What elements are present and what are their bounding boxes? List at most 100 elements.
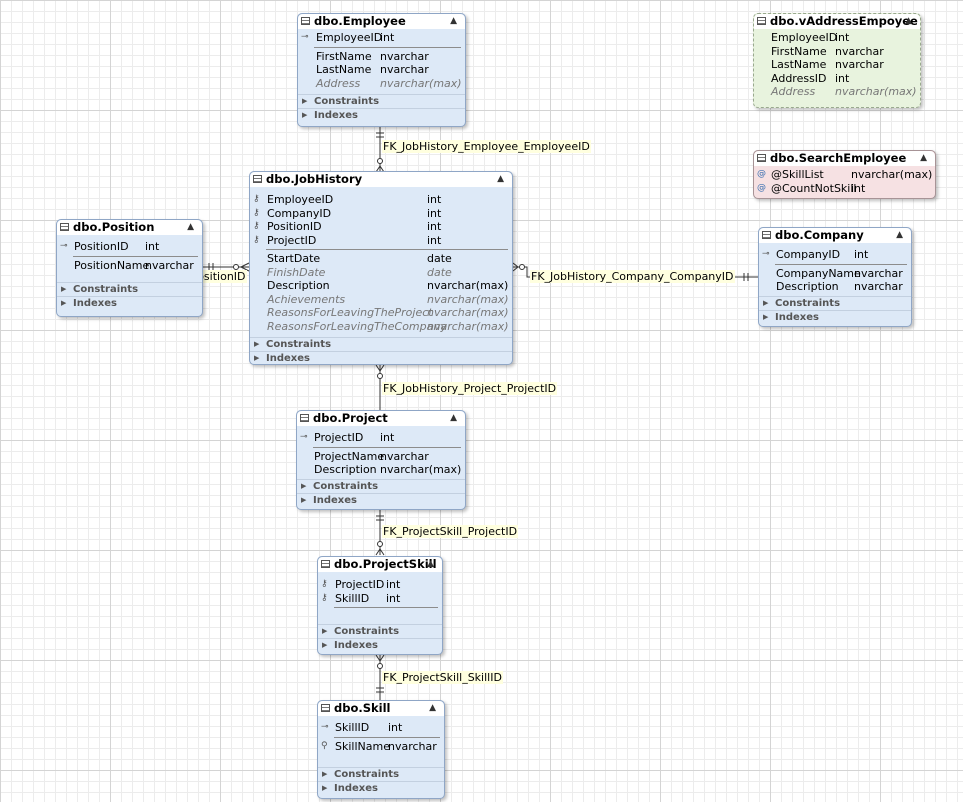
constraints-section[interactable]: ▶Constraints <box>759 295 911 310</box>
column-row[interactable]: PositionName nvarchar <box>57 259 202 273</box>
column-row[interactable]: LastName nvarchar <box>298 63 465 77</box>
column-row[interactable]: CompanyName nvarchar <box>759 267 911 281</box>
entity-header[interactable]: dbo.Employee ▲ <box>298 14 465 29</box>
collapse-caret-icon[interactable]: ▲ <box>450 413 457 423</box>
parameter-row[interactable]: @ @CountNotSkill int <box>754 182 935 196</box>
section-label: Constraints <box>313 480 379 492</box>
expand-arrow-icon: ▶ <box>322 784 328 792</box>
column-row[interactable]: ⚷ PositionID int <box>250 220 512 234</box>
column-row[interactable]: ⊸ CompanyID int <box>759 248 911 262</box>
column-row[interactable]: EmployeeID int <box>754 31 920 45</box>
fk-employee-label[interactable]: FK_JobHistory_Employee_EmployeeID <box>382 140 591 153</box>
indexes-section[interactable]: ▶Indexes <box>318 781 444 795</box>
fk-project-label[interactable]: FK_JobHistory_Project_ProjectID <box>382 382 558 395</box>
column-row[interactable]: ⊸ EmployeeID int <box>298 31 465 45</box>
fk-company-label[interactable]: FK_JobHistory_Company_CompanyID <box>530 270 735 283</box>
column-row[interactable]: ⚷ EmployeeID int <box>250 193 512 207</box>
expand-arrow-icon: ▶ <box>763 312 769 321</box>
entity-jobhistory[interactable]: dbo.JobHistory ▲ ⚷ EmployeeID int ⚷ Comp… <box>249 171 513 365</box>
column-row[interactable]: Achievements nvarchar(max) <box>250 293 512 307</box>
collapse-caret-icon[interactable]: ▲ <box>896 230 903 240</box>
indexes-section[interactable]: ▶Indexes <box>57 296 202 310</box>
entity-projectskill[interactable]: dbo.ProjectSkill ▲ ⚷ ProjectID int ⚷ Ski… <box>317 556 443 655</box>
entity-header[interactable]: dbo.Project ▲ <box>297 411 465 426</box>
entity-project[interactable]: dbo.Project ▲ ⊸ ProjectID int ProjectNam… <box>296 410 466 510</box>
entity-header[interactable]: dbo.vAddressEmpoyee ▲ <box>754 14 920 29</box>
column-row[interactable]: Address nvarchar(max) <box>754 85 920 99</box>
indexes-section[interactable]: ▶Indexes <box>250 351 512 365</box>
constraints-section[interactable]: ▶Constraints <box>318 767 444 781</box>
collapse-caret-icon[interactable]: ▲ <box>450 16 457 26</box>
column-row[interactable]: ⊸ PositionID int <box>57 240 202 254</box>
column-row[interactable]: Address nvarchar(max) <box>298 77 465 91</box>
collapse-caret-icon[interactable]: ▲ <box>429 703 436 713</box>
column-row[interactable]: ⊸ ProjectID int <box>297 431 465 445</box>
key-separator <box>314 46 461 48</box>
column-row[interactable]: FinishDate date <box>250 266 512 280</box>
column-row[interactable]: ReasonsForLeavingTheProject nvarchar(max… <box>250 306 512 320</box>
column-row[interactable]: ProjectName nvarchar <box>297 450 465 464</box>
column-row[interactable]: StartDate date <box>250 252 512 266</box>
parameter-icon: @ <box>757 169 766 179</box>
entity-skill[interactable]: dbo.Skill ▲ ⊸ SkillID int ⚲ SkillName nv… <box>317 700 445 799</box>
entity-position[interactable]: dbo.Position ▲ ⊸ PositionID int Position… <box>56 219 203 317</box>
column-row[interactable]: ⊸ SkillID int <box>318 721 444 735</box>
column-row[interactable]: ⚷ SkillID int <box>318 592 442 606</box>
collapse-caret-icon[interactable]: ▲ <box>920 153 927 163</box>
table-icon <box>321 704 330 712</box>
expand-arrow-icon: ▶ <box>61 285 67 293</box>
column-row[interactable]: Description nvarchar(max) <box>250 279 512 293</box>
entity-company[interactable]: dbo.Company ▲ ⊸ CompanyID int CompanyNam… <box>758 227 912 327</box>
column-row[interactable]: AddressID int <box>754 72 920 86</box>
entity-header[interactable]: dbo.SearchEmployee ▲ <box>754 151 935 166</box>
column-row[interactable]: LastName nvarchar <box>754 58 920 72</box>
entity-header[interactable]: dbo.Position ▲ <box>57 220 202 235</box>
column-row[interactable]: FirstName nvarchar <box>754 45 920 59</box>
entity-header[interactable]: dbo.ProjectSkill ▲ <box>318 557 442 572</box>
constraints-section[interactable]: ▶Constraints <box>298 94 465 108</box>
fk-ps-project-label[interactable]: FK_ProjectSkill_ProjectID <box>382 525 519 538</box>
constraints-section[interactable]: ▶Constraints <box>318 624 442 638</box>
column-row[interactable]: ReasonsForLeavingTheCompany nvarchar(max… <box>250 320 512 334</box>
collapse-caret-icon[interactable]: ▲ <box>187 222 194 232</box>
collapse-caret-icon[interactable]: ▲ <box>497 174 504 184</box>
foreign-key-icon: ⚷ <box>321 592 328 603</box>
indexes-section[interactable]: ▶Indexes <box>298 108 465 122</box>
collapse-caret-icon[interactable]: ▲ <box>427 559 434 569</box>
column-row[interactable]: ⚷ ProjectID int <box>318 578 442 592</box>
parameter-row[interactable]: @ @SkillList nvarchar(max) <box>754 168 935 182</box>
entity-vaddressempoyee[interactable]: dbo.vAddressEmpoyee ▲ EmployeeID int Fir… <box>753 13 921 108</box>
key-separator <box>313 446 461 448</box>
fk-ps-skill-label[interactable]: FK_ProjectSkill_SkillID <box>382 671 503 684</box>
entity-header[interactable]: dbo.JobHistory ▲ <box>250 172 512 187</box>
column-row[interactable]: FirstName nvarchar <box>298 50 465 64</box>
column-name: Achievements <box>267 292 346 306</box>
primary-key-icon: ⊸ <box>301 32 309 42</box>
indexes-section[interactable]: ▶Indexes <box>759 309 911 324</box>
entity-header[interactable]: dbo.Skill ▲ <box>318 701 444 716</box>
indexes-section[interactable]: ▶Indexes <box>297 492 465 507</box>
column-name: PositionID <box>74 240 129 253</box>
column-row[interactable]: ⚷ CompanyID int <box>250 207 512 221</box>
entity-header[interactable]: dbo.Company ▲ <box>759 228 911 243</box>
column-name: FirstName <box>316 49 372 63</box>
column-row[interactable]: Description nvarchar(max) <box>297 463 465 477</box>
column-row[interactable]: ⚷ ProjectID int <box>250 234 512 248</box>
constraints-section[interactable]: ▶Constraints <box>250 337 512 351</box>
entity-title: dbo.vAddressEmpoyee <box>770 14 918 28</box>
collapse-caret-icon[interactable]: ▲ <box>905 16 912 26</box>
column-name: ProjectID <box>314 431 364 444</box>
column-row[interactable]: ⚲ SkillName nvarchar <box>318 740 444 754</box>
table-icon <box>762 231 771 239</box>
constraints-section[interactable]: ▶Constraints <box>57 282 202 296</box>
section-label: Indexes <box>266 353 310 364</box>
entity-title: dbo.Skill <box>334 701 391 715</box>
column-type: nvarchar <box>380 449 429 463</box>
constraints-section[interactable]: ▶Constraints <box>297 478 465 493</box>
entity-employee[interactable]: dbo.Employee ▲ ⊸ EmployeeID int FirstNam… <box>297 13 466 127</box>
column-row[interactable]: Description nvarchar <box>759 280 911 294</box>
entity-searchemployee[interactable]: dbo.SearchEmployee ▲ @ @SkillList nvarch… <box>753 150 936 199</box>
indexes-section[interactable]: ▶Indexes <box>318 638 442 652</box>
expand-arrow-icon: ▶ <box>302 111 308 119</box>
